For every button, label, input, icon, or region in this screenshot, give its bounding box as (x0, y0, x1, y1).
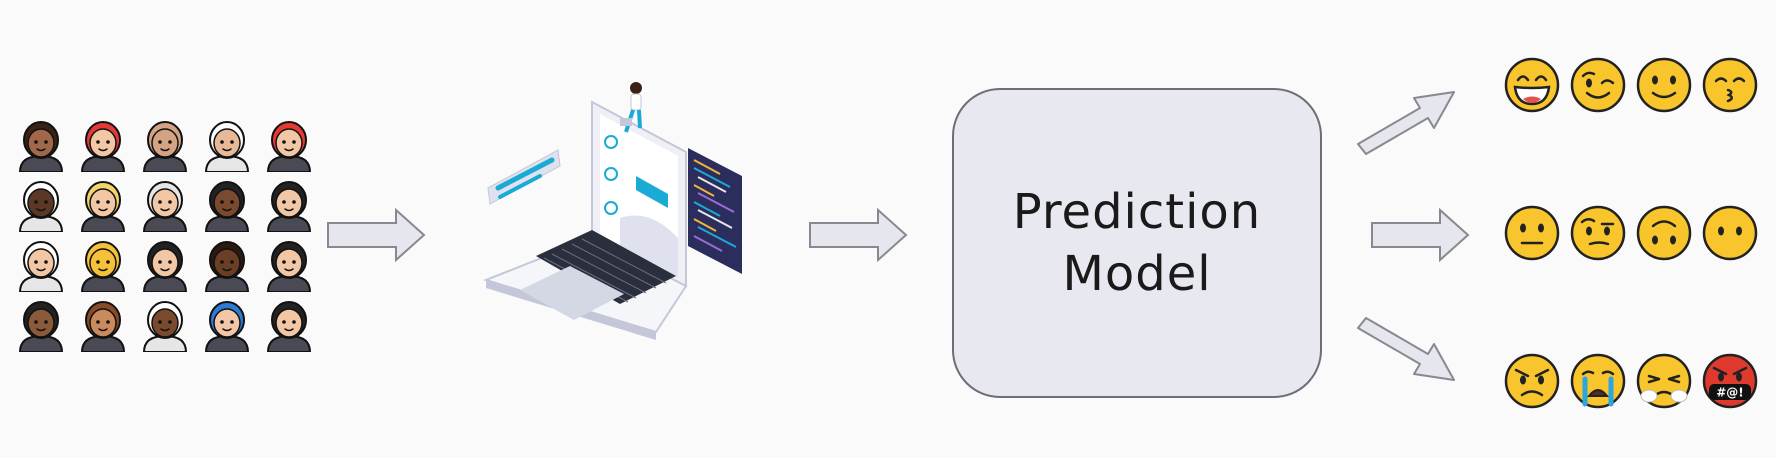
face-with-symbols-icon: #@! (1701, 352, 1759, 410)
laptop-icon (482, 82, 742, 340)
arrow-people-to-laptop (326, 208, 426, 262)
face-without-mouth-icon (1701, 204, 1759, 262)
chat-bubble-icon (487, 149, 561, 205)
symbols-text: #@! (1716, 386, 1744, 400)
grinning-face-icon (1503, 56, 1561, 114)
right-arrow-icon (809, 208, 908, 262)
firefighter-icon (262, 118, 316, 172)
person-with-veil-icon (138, 298, 192, 352)
slightly-smiling-face-icon (1635, 56, 1693, 114)
emotion-emoji-grid: #@! (1503, 56, 1769, 422)
up-right-arrow-icon (1357, 91, 1455, 155)
judge-icon (262, 238, 316, 292)
laptop-illustration (480, 78, 760, 388)
arrow-model-to-neutral (1370, 208, 1470, 262)
model-title-line2: Model (1062, 246, 1212, 302)
bald-person-icon (138, 118, 192, 172)
angry-face-icon (1503, 352, 1561, 410)
right-arrow-icon (327, 208, 426, 262)
person-with-bow-icon (14, 118, 68, 172)
neutral-face-icon (1503, 204, 1561, 262)
singer-icon (76, 298, 130, 352)
older-person-icon (138, 178, 192, 232)
right-arrow-icon (1371, 208, 1470, 262)
crying-face-icon (1569, 352, 1627, 410)
people-grid (14, 118, 332, 354)
down-right-arrow-icon (1357, 317, 1455, 381)
guard-icon (138, 238, 192, 292)
raised-eyebrow-face-icon (1569, 204, 1627, 262)
mermaid-icon (262, 298, 316, 352)
astronaut-icon (14, 238, 68, 292)
winking-face-icon (1569, 56, 1627, 114)
arrow-model-to-positive (1354, 84, 1456, 164)
technologist-icon (200, 178, 254, 232)
code-panel-icon (688, 148, 742, 274)
man-with-turban-icon (200, 118, 254, 172)
prediction-model-box: Prediction Model (952, 88, 1322, 398)
graduate-icon (14, 298, 68, 352)
model-title-line1: Prediction (1012, 184, 1262, 240)
arrow-laptop-to-model (808, 208, 908, 262)
woman-dark-hair-icon (200, 238, 254, 292)
baby-icon (76, 238, 130, 292)
person-in-red-icon (262, 178, 316, 232)
kissing-face-icon (1701, 56, 1759, 114)
sitting-person-icon (620, 82, 642, 133)
upside-down-face-icon (1635, 204, 1693, 262)
santa-claus-icon (76, 118, 130, 172)
face-with-steam-icon (1635, 352, 1693, 410)
health-worker-icon (76, 178, 130, 232)
arrow-model-to-negative (1354, 308, 1456, 388)
snowboarder-icon (200, 298, 254, 352)
cook-icon (14, 178, 68, 232)
